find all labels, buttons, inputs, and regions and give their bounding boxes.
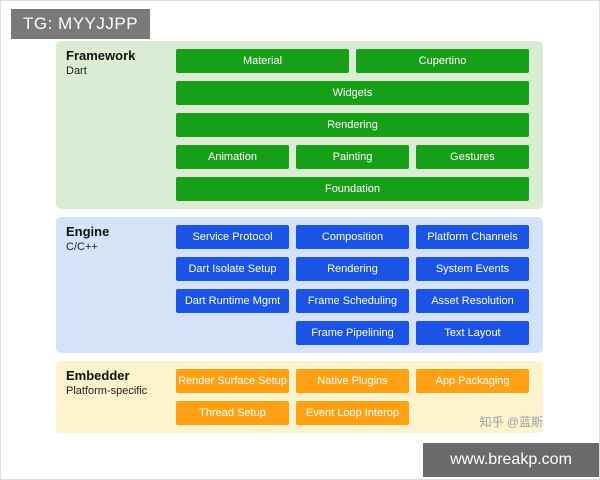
embedder-row-1: Render Surface Setup Native Plugins App … (176, 369, 529, 393)
block-cupertino: Cupertino (356, 49, 529, 73)
embedder-title: Embedder (66, 368, 130, 383)
framework-blocks: Material Cupertino Widgets Rendering Ani… (176, 41, 543, 209)
block-composition: Composition (296, 225, 409, 249)
framework-layer: Framework Dart Material Cupertino Widget… (56, 41, 543, 209)
site-url: www.breakp.com (450, 451, 572, 468)
block-thread-setup: Thread Setup (176, 401, 289, 425)
block-render-surface-setup: Render Surface Setup (176, 369, 289, 393)
engine-blocks: Service Protocol Composition Platform Ch… (176, 217, 543, 353)
engine-row-4-spacer (176, 321, 289, 345)
block-widgets: Widgets (176, 81, 529, 105)
engine-label: Engine C/C++ (66, 224, 109, 253)
framework-row-4: Animation Painting Gestures (176, 145, 529, 169)
block-platform-channels: Platform Channels (416, 225, 529, 249)
block-frame-pipelining: Frame Pipelining (296, 321, 409, 345)
framework-row-5: Foundation (176, 177, 529, 201)
engine-row-3: Dart Runtime Mgmt Frame Scheduling Asset… (176, 289, 529, 313)
block-foundation: Foundation (176, 177, 529, 201)
engine-row-4: Frame Pipelining Text Layout (176, 321, 529, 345)
block-frame-scheduling: Frame Scheduling (296, 289, 409, 313)
framework-subtitle: Dart (66, 65, 87, 77)
framework-title: Framework (66, 48, 136, 63)
embedder-label: Embedder Platform-specific (66, 368, 147, 397)
block-event-loop-interop: Event Loop Interop (296, 401, 409, 425)
embedder-row-2: Thread Setup Event Loop Interop (176, 401, 529, 425)
block-text-layout: Text Layout (416, 321, 529, 345)
embedder-subtitle: Platform-specific (66, 385, 148, 397)
block-gestures: Gestures (416, 145, 529, 169)
block-dart-isolate-setup: Dart Isolate Setup (176, 257, 289, 281)
framework-label: Framework Dart (66, 48, 135, 77)
site-watermark-bar: www.breakp.com (423, 443, 599, 477)
block-rendering: Rendering (176, 113, 529, 137)
framework-row-1: Material Cupertino (176, 49, 529, 73)
embedder-blocks: Render Surface Setup Native Plugins App … (176, 361, 543, 433)
embedder-layer: Embedder Platform-specific Render Surfac… (56, 361, 543, 433)
engine-layer: Engine C/C++ Service Protocol Compositio… (56, 217, 543, 353)
block-animation: Animation (176, 145, 289, 169)
engine-subtitle: C/C++ (66, 241, 98, 253)
zhihu-watermark: 知乎 @蓝斯 (479, 415, 543, 429)
block-engine-rendering: Rendering (296, 257, 409, 281)
block-material: Material (176, 49, 349, 73)
engine-row-1: Service Protocol Composition Platform Ch… (176, 225, 529, 249)
block-asset-resolution: Asset Resolution (416, 289, 529, 313)
block-dart-runtime-mgmt: Dart Runtime Mgmt (176, 289, 289, 313)
tg-watermark-badge: TG: MYYJJPP (11, 9, 151, 39)
block-service-protocol: Service Protocol (176, 225, 289, 249)
block-painting: Painting (296, 145, 409, 169)
framework-row-3: Rendering (176, 113, 529, 137)
block-system-events: System Events (416, 257, 529, 281)
engine-title: Engine (66, 224, 110, 239)
block-app-packaging: App Packaging (416, 369, 529, 393)
framework-row-2: Widgets (176, 81, 529, 105)
engine-row-2: Dart Isolate Setup Rendering System Even… (176, 257, 529, 281)
block-native-plugins: Native Plugins (296, 369, 409, 393)
